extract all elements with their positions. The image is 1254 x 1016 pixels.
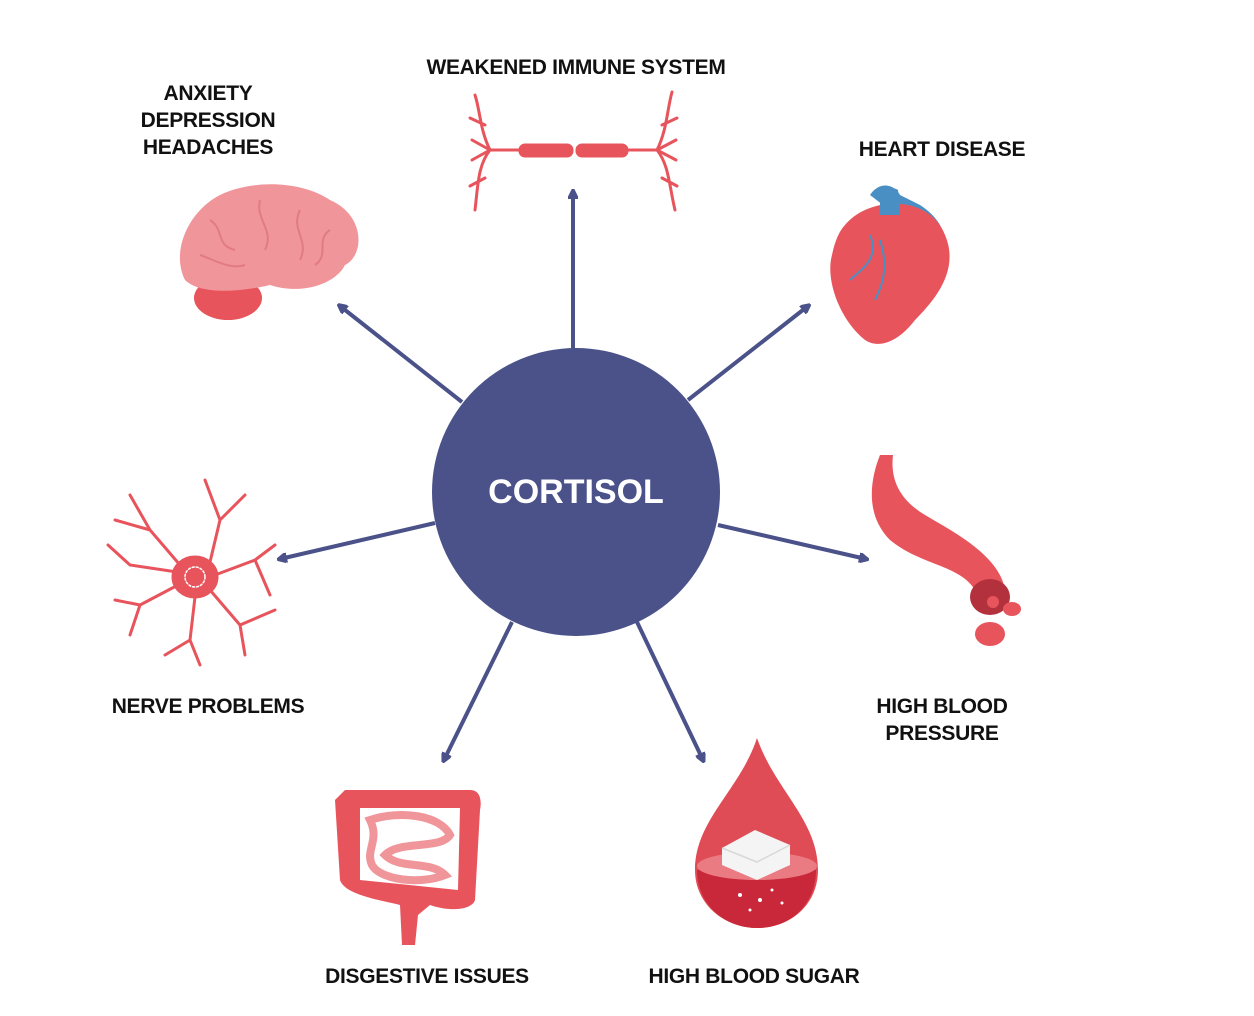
label-line: DISGESTIVE ISSUES <box>325 965 529 988</box>
artery-icon <box>871 455 1021 646</box>
arrow-pressure <box>717 523 866 559</box>
blood-drop-sugar-icon <box>695 738 818 928</box>
blood-vessel-icon <box>468 90 679 212</box>
label-line: NERVE PROBLEMS <box>111 695 305 718</box>
brain-icon <box>179 184 359 320</box>
cortisol-label: CORTISOL <box>488 472 664 511</box>
label-line: PRESSURE <box>885 722 999 745</box>
neuron-icon <box>106 478 277 667</box>
arrow-mental <box>340 306 464 404</box>
arrow-nerve <box>280 521 436 559</box>
cortisol-circle: CORTISOL <box>432 348 720 636</box>
arrow-sugar <box>635 621 703 760</box>
heart-icon <box>830 185 950 344</box>
label-sugar: HIGH BLOOD SUGAR <box>638 963 870 990</box>
label-line: HEADACHES <box>142 136 274 159</box>
label-line: HIGH BLOOD <box>876 695 1008 718</box>
label-line: WEAKENED IMMUNE SYSTEM <box>426 56 726 79</box>
label-line: ANXIETY <box>163 82 253 105</box>
label-digestive: DISGESTIVE ISSUES <box>310 963 544 990</box>
label-nerve: NERVE PROBLEMS <box>98 693 318 720</box>
label-line: HEART DISEASE <box>858 138 1026 161</box>
label-line: HIGH BLOOD SUGAR <box>648 965 860 988</box>
label-mental: ANXIETY DEPRESSION HEADACHES <box>108 80 308 161</box>
label-pressure: HIGH BLOOD PRESSURE <box>842 693 1042 747</box>
label-immune: WEAKENED IMMUNE SYSTEM <box>418 54 734 81</box>
intestine-icon <box>335 790 481 945</box>
label-line: DEPRESSION <box>140 109 276 132</box>
label-heart: HEART DISEASE <box>842 136 1042 163</box>
arrow-digestive <box>444 621 514 760</box>
arrow-heart <box>686 306 808 402</box>
